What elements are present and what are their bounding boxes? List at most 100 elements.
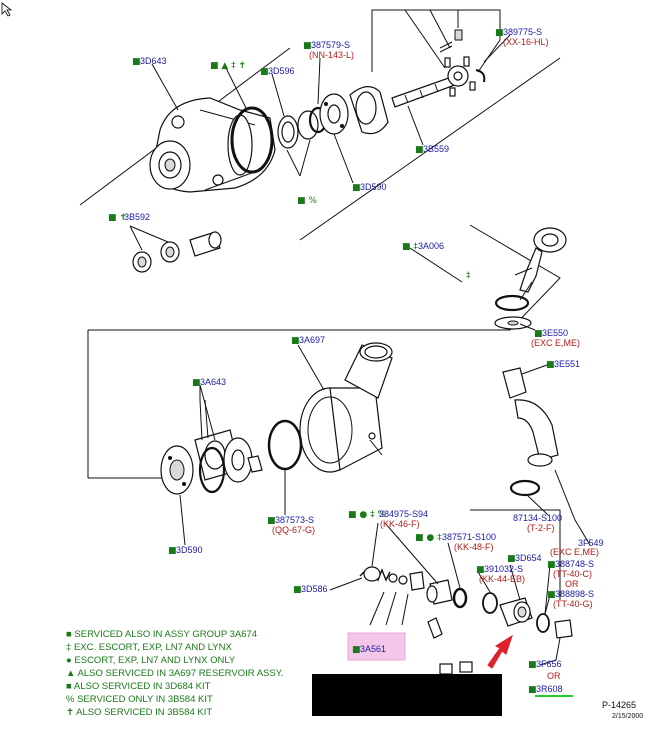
o-ring-391032 (482, 592, 498, 614)
svg-text:■ ● ‡: ■ ● ‡ (415, 533, 442, 543)
legend-line-5: ■ ALSO SERVICED IN 3D684 KIT (66, 681, 211, 692)
plug-384975 (426, 579, 453, 605)
svg-text:■: ■ (260, 67, 269, 77)
legend-line-1: ■ SERVICED ALSO IN ASSY GROUP 3A674 (66, 629, 257, 640)
leader-lines (129, 34, 557, 666)
svg-text:(XX-16-HL): (XX-16-HL) (503, 37, 549, 47)
svg-text:■: ■ (293, 585, 302, 595)
legend-line-2: ‡ EXC. ESCORT, EXP, LN7 AND LYNX (66, 642, 232, 653)
callout-percent-top: ■ % (297, 196, 317, 206)
figure-ref: P-14265 (602, 700, 636, 710)
callout-384975: ■ ● ‡ % 384975-S94 (KK-46-F) (348, 509, 428, 529)
svg-text:387579-S: 387579-S (311, 40, 350, 50)
svg-text:3D654: 3D654 (515, 553, 542, 563)
o-ring-large-top (230, 106, 274, 174)
reservoir-o-ring-387573 (267, 419, 303, 471)
svg-text:387571-S100: 387571-S100 (442, 532, 496, 542)
bracket-lines (79, 9, 591, 600)
svg-text:3E550: 3E550 (542, 328, 568, 338)
svg-text:391032-S: 391032-S (484, 564, 523, 574)
svg-text:■: ■ (495, 28, 504, 38)
svg-text:3B592: 3B592 (124, 212, 150, 222)
svg-text:■: ■ (476, 565, 485, 575)
svg-text:■: ■ (547, 560, 556, 570)
svg-text:(KK-48-F): (KK-48-F) (454, 542, 494, 552)
svg-text:■: ■ (415, 145, 424, 155)
o-ring-388748 (536, 613, 550, 633)
callout-389775: ■ 389775-S (XX-16-HL) (495, 27, 549, 47)
svg-text:■: ■ (546, 360, 555, 370)
cap-gasket (494, 294, 530, 312)
seal-ring-387579 (297, 106, 328, 140)
svg-text:3D586: 3D586 (301, 584, 328, 594)
svg-text:(EXC E,ME): (EXC E,ME) (550, 547, 599, 557)
reservoir-3a697 (299, 342, 393, 473)
svg-text:■: ■ (168, 546, 177, 556)
svg-text:389775-S: 389775-S (503, 27, 542, 37)
svg-text:(KK-44-EB): (KK-44-EB) (479, 574, 525, 584)
svg-text:3E551: 3E551 (554, 359, 580, 369)
svg-text:3A697: 3A697 (299, 335, 325, 345)
callout-391032: ■ 391032-S (KK-44-EB) (476, 564, 525, 584)
hose-o-ring-87134 (509, 479, 541, 497)
fitting-3d654 (499, 597, 533, 627)
svg-text:3D596: 3D596 (268, 66, 295, 76)
fitting-3f656 (554, 619, 573, 661)
callout-3b559: ■ 3B559 (415, 144, 449, 155)
svg-text:OR: OR (547, 671, 561, 681)
callout-387571: ■ ● ‡ 387571-S100 (KK-48-F) (415, 532, 496, 552)
svg-text:(KK-46-F): (KK-46-F) (380, 519, 420, 529)
callout-3a697: ■ 3A697 (291, 335, 325, 346)
flow-valve-3a561 (369, 571, 443, 639)
bushings-3b592 (132, 231, 222, 273)
legend-line-7: ✝ ALSO SERVICED IN 3B584 KIT (66, 707, 212, 718)
callout-3f549: 3F549 (EXC E,ME) (550, 538, 604, 557)
svg-text:3D643: 3D643 (140, 56, 167, 66)
cover-3d590-bottom (160, 445, 194, 495)
rotor-vanes (439, 29, 486, 97)
legend-line-4: ▲ ALSO SERVICED IN 3A697 RESERVOIR ASSY. (66, 668, 283, 679)
svg-text:■: ■ (547, 590, 556, 600)
callout-388898: ■ 388898-S (TT-40-G) (547, 589, 594, 609)
svg-text:■ %: ■ % (297, 196, 317, 206)
callout-3a561: ■ 3A561 (352, 644, 386, 655)
svg-text:(TT-40-G): (TT-40-G) (553, 599, 593, 609)
svg-text:3B559: 3B559 (423, 144, 449, 154)
svg-text:(QQ-67-G): (QQ-67-G) (272, 525, 315, 535)
red-pointer-arrow (487, 634, 513, 669)
svg-text:3D590: 3D590 (360, 182, 387, 192)
svg-text:3R608: 3R608 (536, 684, 563, 694)
svg-text:■ ✝: ■ ✝ (108, 213, 127, 223)
pump-housing-top (149, 97, 276, 193)
o-ring-387571 (452, 587, 468, 609)
callout-388748: ■ 388748-S (TT-40-C) OR (547, 559, 594, 589)
redacted-block (312, 674, 502, 716)
seal-3d596 (277, 115, 299, 149)
svg-text:3A006: 3A006 (418, 241, 444, 251)
svg-text:3A643: 3A643 (200, 377, 226, 387)
svg-text:3F549: 3F549 (578, 538, 604, 548)
filler-cap-3a006 (519, 227, 567, 301)
svg-text:■: ■ (534, 329, 543, 339)
svg-text:3F656: 3F656 (536, 659, 562, 669)
callout-dagger-3a006: ‡ (466, 271, 471, 281)
callout-3b592: ■ ✝ 3B592 (108, 212, 150, 223)
pressure-plate-3d590-top (319, 93, 349, 135)
svg-text:384975-S94: 384975-S94 (379, 509, 428, 519)
svg-text:■: ■ (352, 645, 361, 655)
highlight-3a561 (347, 632, 406, 661)
svg-text:388748-S: 388748-S (555, 559, 594, 569)
svg-text:388898-S: 388898-S (555, 589, 594, 599)
callout-3d590-top: ■ 3D590 (352, 182, 387, 193)
svg-text:■ ‡: ■ ‡ (402, 242, 418, 252)
callout-3d596: ■ 3D596 (260, 66, 295, 77)
spring-3d586 (359, 566, 391, 582)
svg-text:(EXC E,ME): (EXC E,ME) (531, 338, 580, 348)
svg-text:■: ■ (528, 685, 537, 695)
stud-3a643 (247, 455, 263, 473)
svg-text:‡: ‡ (466, 271, 471, 281)
svg-text:3A561: 3A561 (360, 644, 386, 654)
callout-symbols-top: ■ ▲ ‡ ✝ (210, 61, 246, 71)
callout-3d590-bottom: ■ 3D590 (168, 545, 203, 556)
